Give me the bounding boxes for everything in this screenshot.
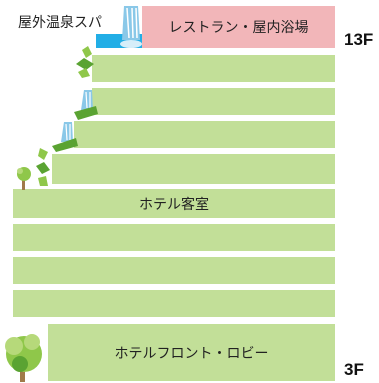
waterfall-icon — [81, 90, 93, 110]
floor-number-top: 13F — [344, 30, 374, 49]
spa-label: 屋外温泉スパ — [18, 15, 102, 31]
waterfall-icon — [120, 6, 142, 48]
tree-icon — [5, 334, 42, 382]
terrace-plant-icon — [74, 106, 98, 120]
floor-9 — [52, 154, 335, 184]
restaurant-floor: レストラン・屋内浴場 — [142, 6, 335, 48]
floor-7 — [13, 224, 335, 251]
front-lobby-label: ホテルフロント・ロビー — [114, 345, 269, 362]
tree-icon — [17, 167, 31, 190]
terrace-plant-icon — [36, 148, 50, 186]
floor-10 — [74, 121, 335, 148]
floor-11 — [92, 88, 335, 115]
floor-6 — [13, 257, 335, 284]
restaurant-label: レストラン・屋内浴場 — [168, 20, 309, 36]
floor-12 — [92, 55, 335, 82]
floor-guest-rooms: ホテル客室 — [13, 189, 335, 218]
waterfall-icon — [61, 122, 73, 142]
terrace-plant-icon — [76, 46, 94, 78]
floor-number-bottom: 3F — [344, 360, 364, 379]
terrace-plant-icon — [52, 138, 78, 152]
floor-lobby: ホテルフロント・ロビー — [48, 324, 335, 381]
guest-rooms-label: ホテル客室 — [139, 196, 209, 213]
floor-5 — [13, 290, 335, 317]
